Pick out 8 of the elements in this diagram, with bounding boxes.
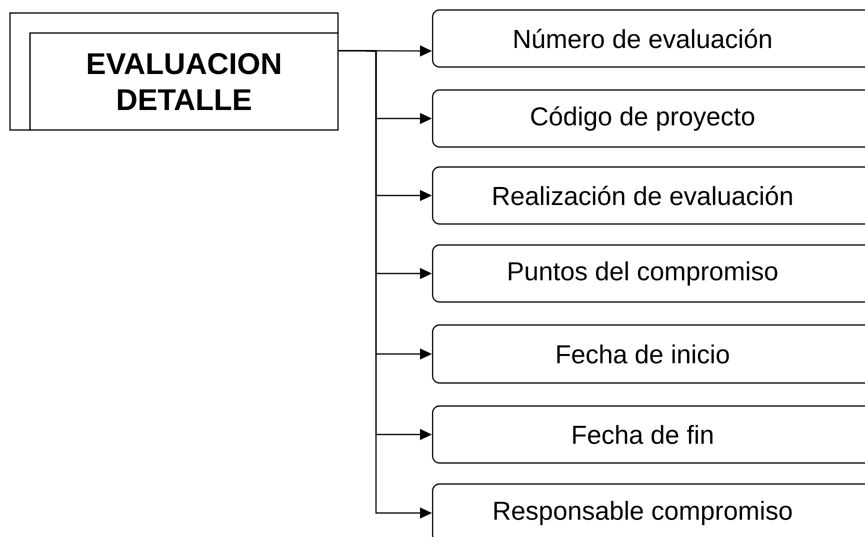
attribute-box: Código de proyecto [432, 89, 865, 148]
entity-box: EVALUACION DETALLE [9, 12, 339, 131]
attribute-box: Fecha de inicio [432, 324, 865, 384]
attribute-box: Número de evaluación [432, 9, 865, 68]
attribute-box: Fecha de fin [432, 405, 865, 464]
attribute-box: Realización de evaluación [432, 166, 865, 225]
attribute-box: Puntos del compromiso [432, 244, 865, 303]
attribute-box: Responsable compromiso [432, 483, 865, 537]
